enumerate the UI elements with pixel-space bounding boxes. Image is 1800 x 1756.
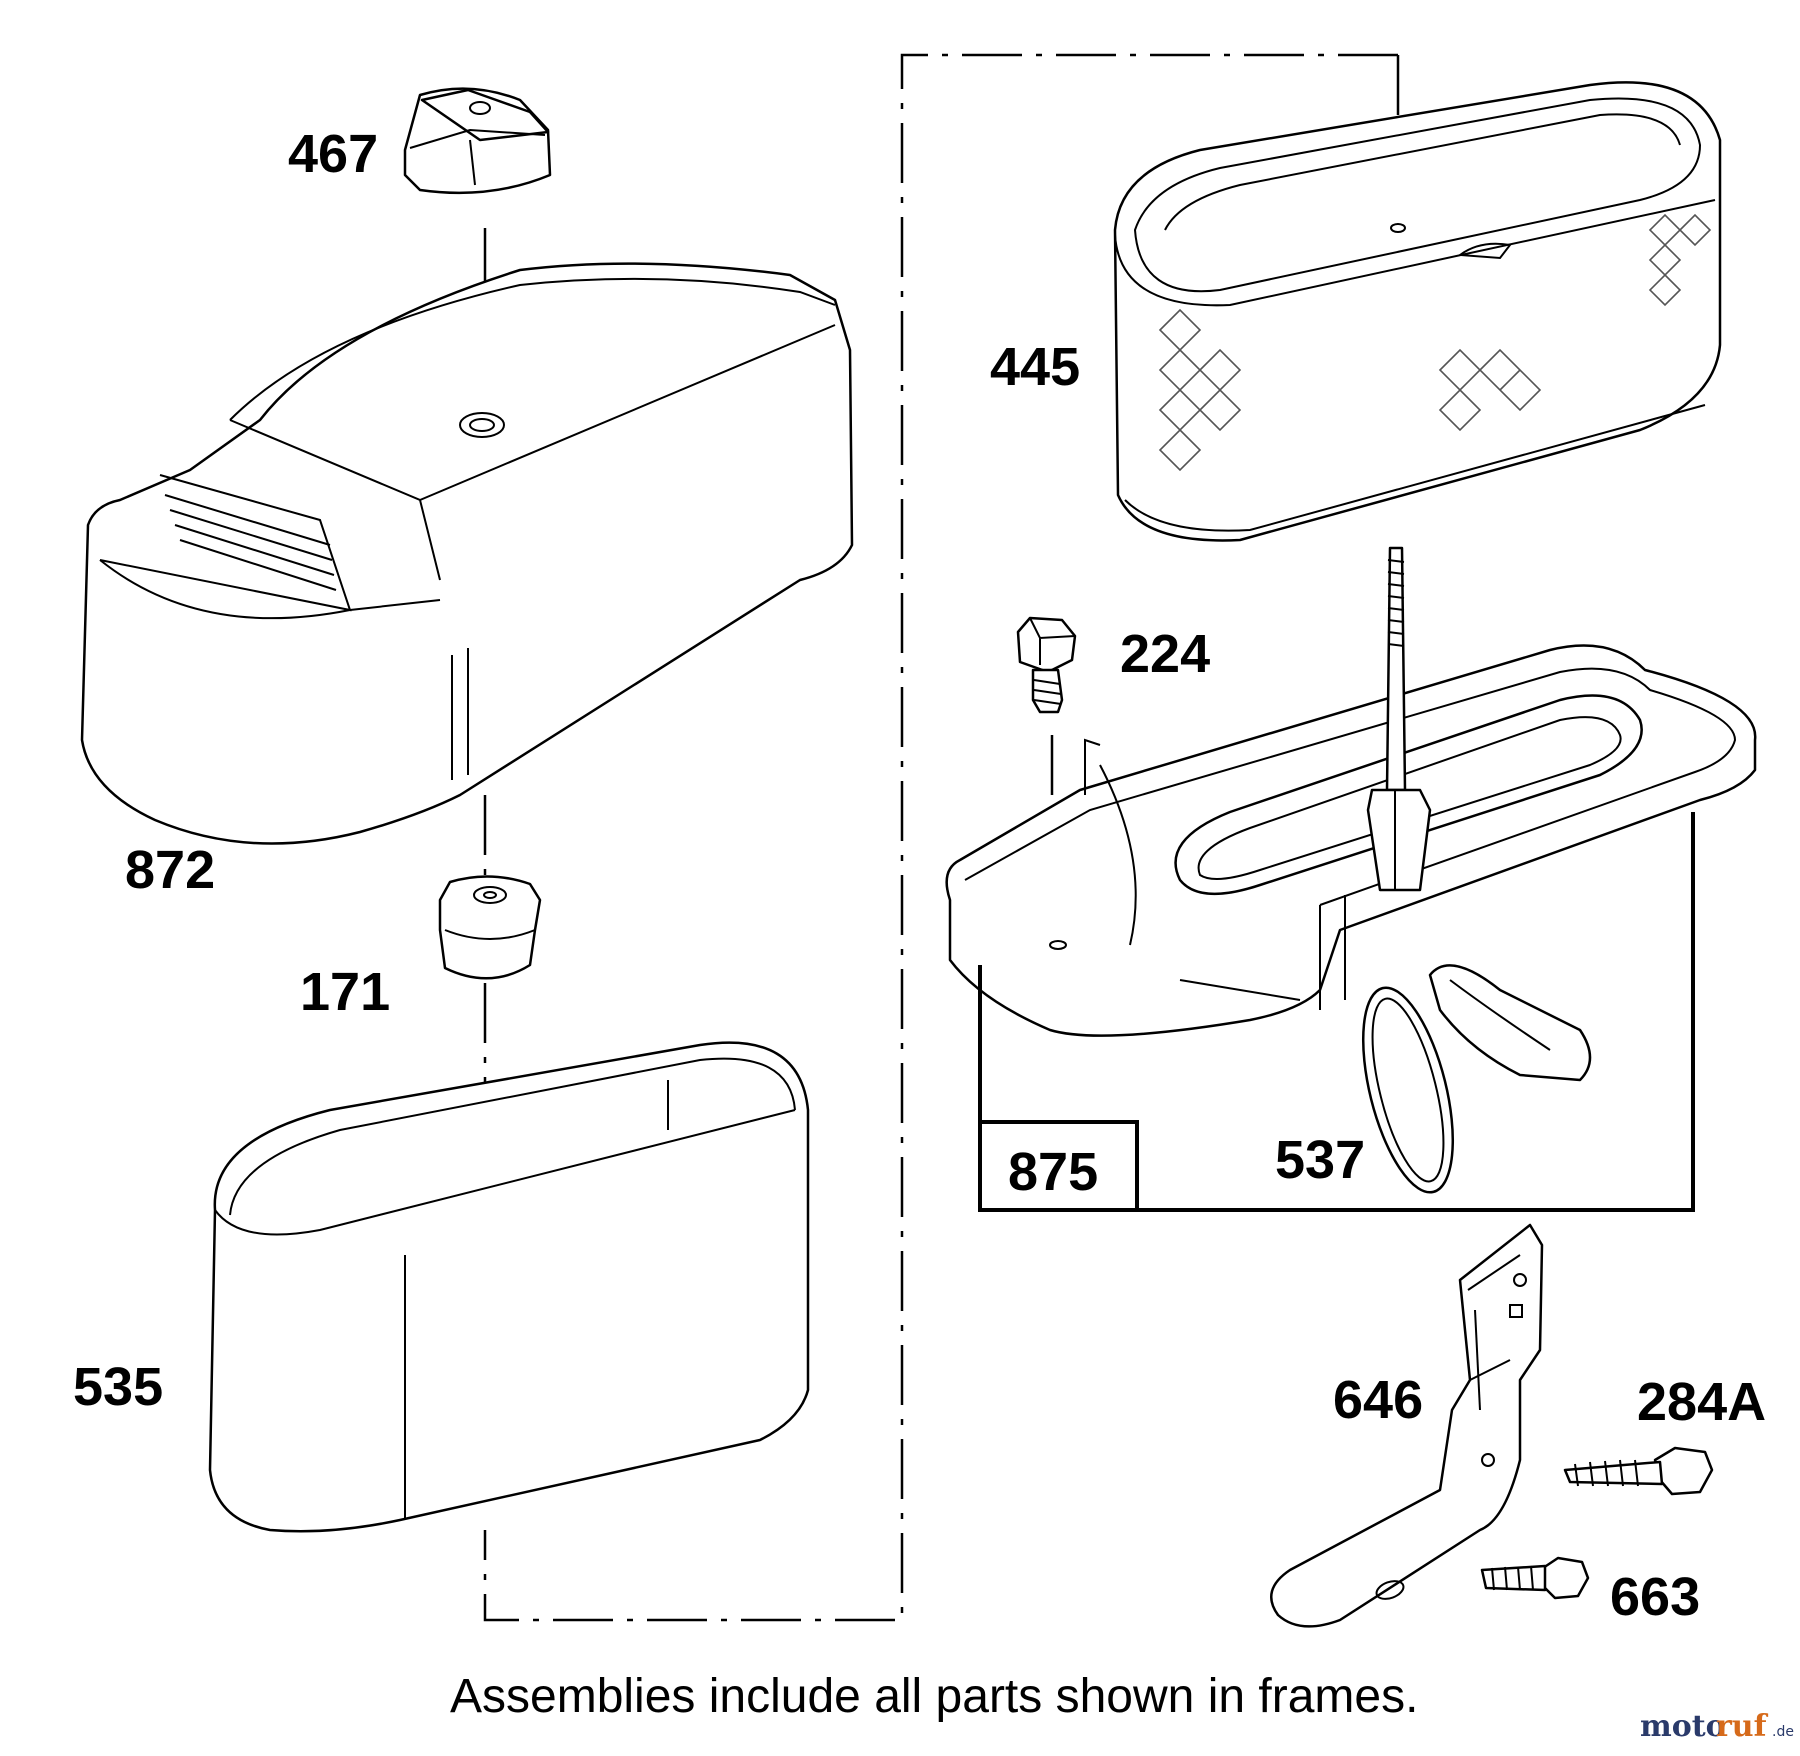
label-663: 663 [1610, 1567, 1700, 1627]
label-872: 872 [125, 840, 215, 900]
part-535-precleaner [208, 1041, 810, 1533]
part-537-oring [1361, 986, 1455, 1194]
watermark-part1: moto [1640, 1709, 1726, 1744]
watermark-logo: moto ruf .de [1640, 1709, 1794, 1744]
watermark-suffix: .de [1772, 1724, 1794, 1740]
part-646-bracket [1270, 1223, 1544, 1628]
part-171-grommet [438, 875, 542, 980]
label-875: 875 [1008, 1142, 1098, 1202]
label-467: 467 [288, 124, 378, 184]
part-872-cover [80, 262, 854, 845]
caption: Assemblies include all parts shown in fr… [450, 1670, 1418, 1723]
label-537: 537 [1275, 1130, 1365, 1190]
part-663-screw [1480, 1556, 1590, 1600]
label-224: 224 [1120, 624, 1210, 684]
part-284a-screw [1563, 1446, 1714, 1496]
part-875-base [945, 644, 1757, 1037]
part-467-knob [403, 87, 552, 195]
watermark-part2: ruf [1716, 1709, 1769, 1744]
part-stud [1366, 546, 1432, 892]
label-445: 445 [990, 337, 1080, 397]
label-535: 535 [73, 1357, 163, 1417]
label-646: 646 [1333, 1370, 1423, 1430]
part-445-filter [1113, 81, 1722, 542]
part-breather-tube [1428, 964, 1592, 1082]
label-284a: 284A [1637, 1372, 1766, 1432]
label-171: 171 [300, 962, 390, 1022]
assembly-frame-solid [978, 812, 1695, 1212]
part-224-bolt [1016, 616, 1077, 714]
